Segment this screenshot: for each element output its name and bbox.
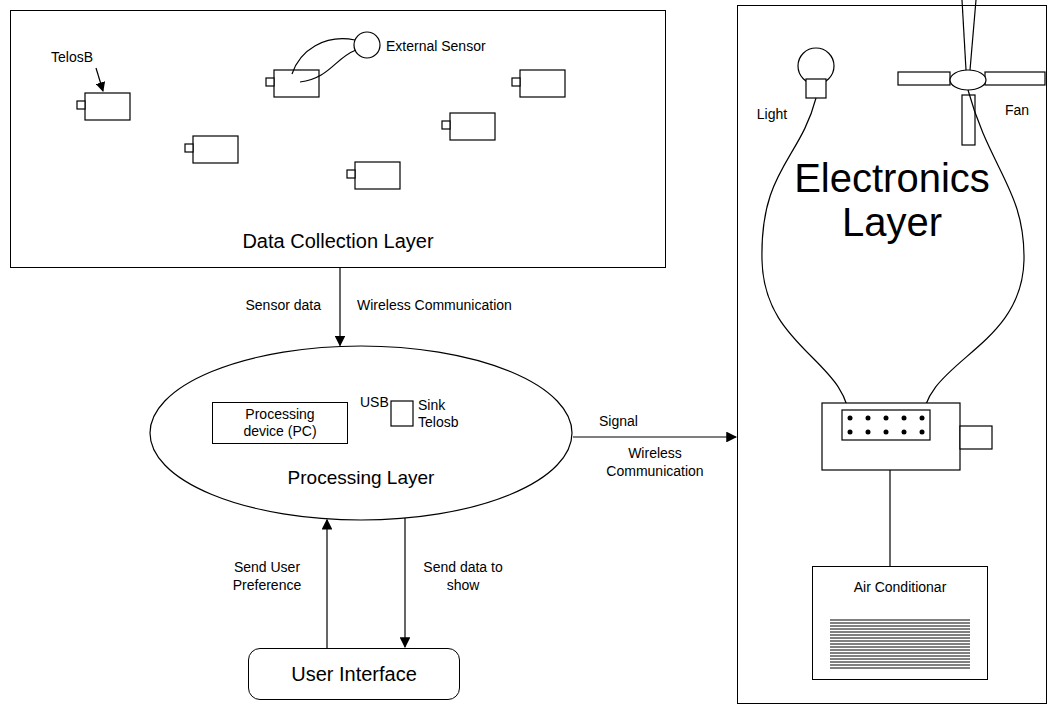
fan-mast — [962, 0, 966, 70]
vent-line — [830, 650, 970, 651]
mote-antenna — [77, 101, 85, 109]
receiver-module — [960, 426, 992, 449]
part-name: TelosB — [50, 48, 94, 66]
vent-line — [830, 626, 970, 627]
sensor-wire — [300, 50, 356, 82]
node-text: Light — [757, 106, 787, 123]
vent-line — [830, 629, 970, 630]
bulb-base — [806, 79, 826, 98]
node-text: Processing device (PC) — [232, 406, 328, 440]
vent-line — [830, 638, 970, 639]
header-pins — [848, 416, 925, 435]
header-pin — [866, 416, 871, 421]
vent-line — [830, 653, 970, 654]
fan-mast — [970, 0, 976, 70]
node-text: Electronics Layer — [777, 156, 1007, 244]
mote-antenna — [185, 144, 193, 152]
part-name: External Sensor — [385, 37, 487, 55]
mote-antenna — [347, 170, 355, 178]
telosb-mote — [274, 70, 319, 97]
edge-label: Send User Preference — [216, 558, 318, 594]
telosb-mote — [85, 93, 130, 120]
header-pin — [866, 430, 871, 435]
mote-icon — [390, 398, 414, 430]
vent-line — [830, 632, 970, 633]
external-sensor — [354, 32, 380, 58]
mote-antenna — [442, 121, 450, 129]
vent-line — [830, 656, 970, 657]
node-text: User Interface — [291, 662, 417, 686]
relay-header — [842, 410, 930, 440]
mote-body — [391, 401, 413, 426]
connector-arrow — [404, 518, 405, 647]
process-box: Processing device (PC) — [212, 402, 348, 444]
vent-line — [830, 641, 970, 642]
fan-hub — [950, 70, 986, 90]
edge-label: Sensor data — [245, 296, 323, 314]
node-text: Data Collection Layer — [242, 229, 433, 253]
layer-box: Data Collection Layer — [10, 10, 666, 268]
sensor-wire — [292, 39, 355, 74]
vent-line — [830, 668, 970, 669]
vent-line — [830, 623, 970, 624]
connector-arrow — [573, 436, 736, 437]
header-pin — [884, 430, 889, 435]
appliance-box: Air Conditionar — [812, 566, 988, 680]
telosb-mote — [193, 136, 238, 163]
layer-box: Electronics Layer Light FanAir Conditionar — [737, 5, 1047, 704]
vent-line — [830, 644, 970, 645]
power-wire — [762, 98, 850, 425]
header-pin — [848, 430, 853, 435]
vent-line — [830, 620, 970, 621]
telosb-mote — [520, 70, 565, 97]
telosb-mote — [450, 113, 495, 140]
device-label: Light — [746, 104, 798, 124]
connector-arrow — [339, 268, 340, 345]
interface-box: User Interface — [248, 648, 460, 700]
header-pin — [920, 430, 925, 435]
vent-line — [830, 662, 970, 663]
vent-line — [830, 665, 970, 666]
mote-antenna — [512, 78, 520, 86]
node-text: Air Conditionar — [854, 579, 947, 596]
header-pin — [884, 416, 889, 421]
link-note: Wireless Communication — [356, 296, 513, 314]
node-text: Fan — [1005, 102, 1029, 119]
header-pin — [920, 416, 925, 421]
layer-ellipse: Processing Layer Processing device (PC) Si… — [149, 345, 573, 521]
node-text: Sink Telosb — [418, 397, 470, 431]
link-note: Wireless Communication — [590, 444, 720, 480]
fan-blade — [962, 95, 975, 145]
vent-line — [830, 635, 970, 636]
device-label: Fan — [996, 100, 1038, 120]
vent-line — [830, 647, 970, 648]
leader-arrow — [96, 68, 103, 91]
fan-blade — [898, 72, 950, 85]
header-pin — [902, 416, 907, 421]
vent-line — [830, 659, 970, 660]
header-pin — [902, 430, 907, 435]
switch-board — [822, 403, 960, 470]
fan-blade — [985, 72, 1045, 85]
telosb-mote — [355, 162, 400, 189]
header-pin — [848, 416, 853, 421]
mote-antenna — [266, 78, 274, 86]
node-text: Processing Layer — [288, 467, 435, 490]
edge-label: USB — [359, 393, 390, 411]
sink-mote: Sink Telosb — [390, 398, 472, 430]
ellipse-outline — [150, 346, 572, 520]
ac-vent — [830, 620, 970, 668]
edge-label: Signal — [598, 412, 639, 430]
connector-arrow — [326, 520, 327, 648]
power-wire — [922, 90, 1024, 425]
edge-label: Send data to show — [414, 558, 512, 594]
power-wire — [889, 470, 890, 566]
telosb-motes — [77, 70, 565, 189]
